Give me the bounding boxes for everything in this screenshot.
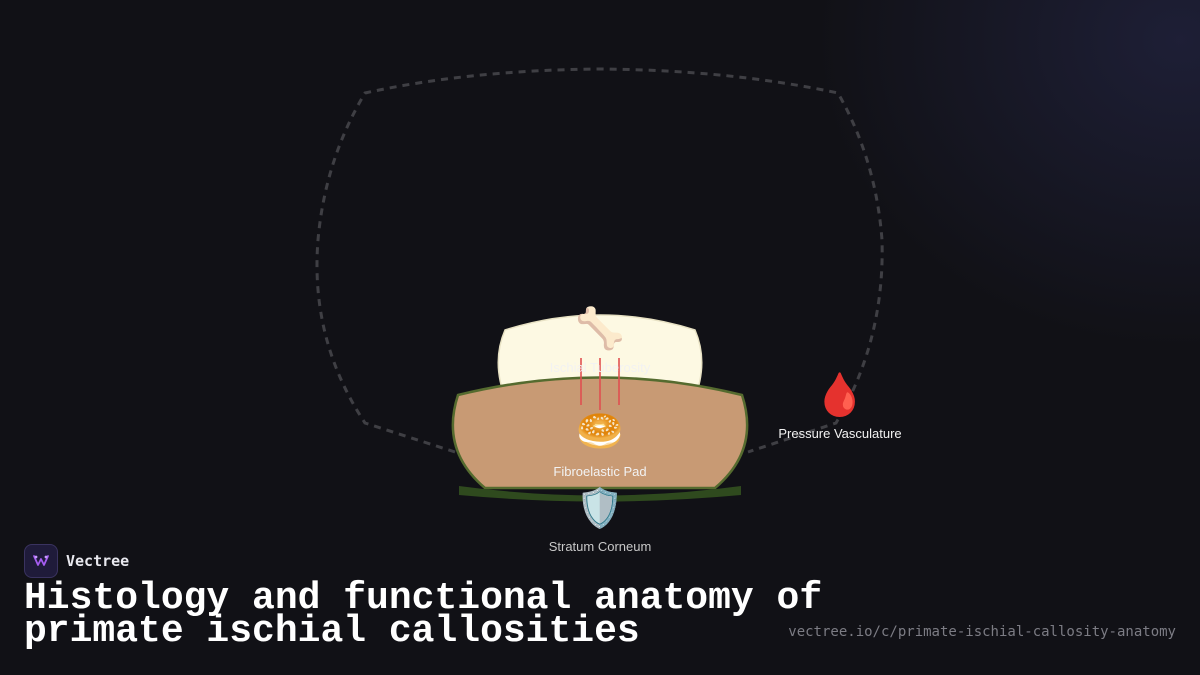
page-title: Histology and functional anatomy of prim… <box>24 577 823 653</box>
bone-icon: 🦴 <box>575 306 625 352</box>
fibroelastic-pad-shape <box>451 376 749 490</box>
brand-name: Vectree <box>66 552 130 570</box>
stratum-corneum-shape <box>459 486 741 502</box>
blood-drop-icon: 🩸 <box>813 370 867 419</box>
vectree-logo-icon <box>24 544 58 578</box>
bagel-icon: 🥯 <box>576 409 624 453</box>
dashed-body-outline <box>315 67 884 454</box>
label-pressure-vasculature: Pressure Vasculature <box>778 426 902 441</box>
label-fibroelastic-pad: Fibroelastic Pad <box>553 464 647 479</box>
ischial-tuberosity-shape <box>497 314 703 396</box>
label-ischial-tuberosity: Ischial Tuberosity <box>549 360 651 375</box>
label-stratum-corneum: Stratum Corneum <box>548 539 652 554</box>
shield-icon: 🛡️ <box>576 486 624 530</box>
source-url[interactable]: vectree.io/c/primate-ischial-callosity-a… <box>788 624 1176 640</box>
brand: Vectree <box>24 544 129 578</box>
